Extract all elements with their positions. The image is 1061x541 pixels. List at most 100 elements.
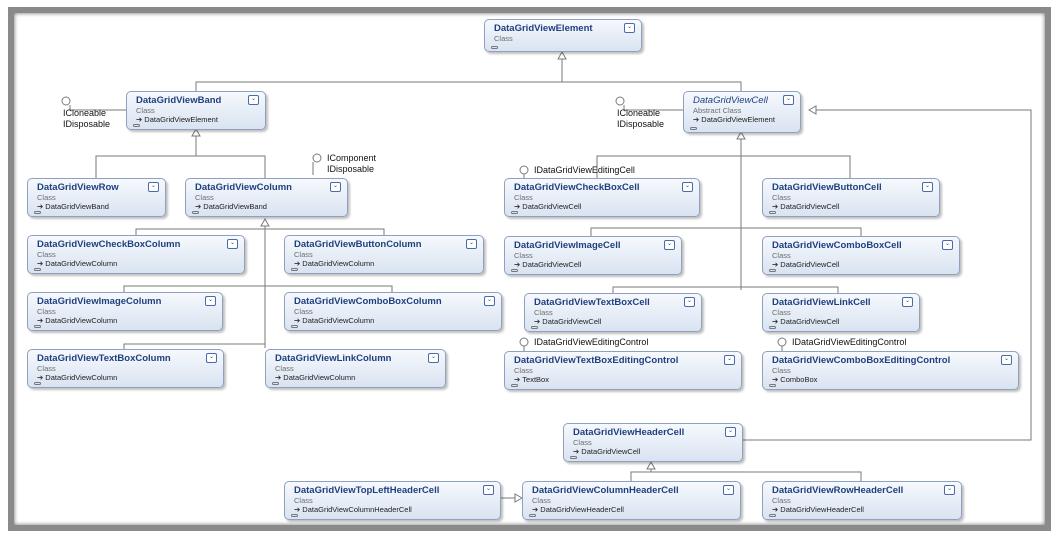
- toggle-icon[interactable]: [291, 268, 298, 271]
- inherit-line-textbox-cell: [612, 286, 839, 293]
- double-chevron-down-icon[interactable]: ⌄: [664, 240, 675, 250]
- double-chevron-down-icon[interactable]: ⌄: [783, 95, 794, 105]
- class-kind: Class: [534, 308, 553, 317]
- toggle-icon[interactable]: [291, 325, 298, 328]
- class-box-datagridviewcolumn[interactable]: DataGridViewColumn Class ➔DataGridViewBa…: [185, 178, 348, 217]
- double-chevron-down-icon[interactable]: ⌄: [682, 182, 693, 192]
- double-chevron-down-icon[interactable]: ⌄: [484, 296, 495, 306]
- arrow-right-icon: ➔: [772, 317, 779, 326]
- class-box-datagridviewcomboboxcell[interactable]: DataGridViewComboBoxCell Class ➔DataGrid…: [762, 236, 960, 275]
- toggle-icon[interactable]: [769, 326, 776, 329]
- double-chevron-down-icon[interactable]: ⌄: [148, 182, 159, 192]
- class-box-datagridviewtextboxcell[interactable]: DataGridViewTextBoxCell Class ➔DataGridV…: [524, 293, 702, 332]
- inherit-line-column: [196, 155, 266, 178]
- toggle-icon[interactable]: [769, 269, 776, 272]
- double-chevron-down-icon[interactable]: ⌄: [724, 355, 735, 365]
- toggle-icon[interactable]: [769, 211, 776, 214]
- class-box-datagridviewbuttoncell[interactable]: DataGridViewButtonCell Class ➔DataGridVi…: [762, 178, 940, 217]
- toggle-icon[interactable]: [34, 268, 41, 271]
- class-box-datagridviewelement[interactable]: DataGridViewElement Class ⌄: [484, 19, 642, 52]
- double-chevron-down-icon[interactable]: ⌄: [248, 95, 259, 105]
- toggle-icon[interactable]: [531, 326, 538, 329]
- class-name: DataGridViewColumn: [195, 182, 292, 193]
- toggle-icon[interactable]: [529, 514, 536, 517]
- class-kind: Class: [573, 438, 592, 447]
- double-chevron-down-icon[interactable]: ⌄: [725, 427, 736, 437]
- class-box-datagridviewcheckboxcolumn[interactable]: DataGridViewCheckBoxColumn Class ➔DataGr…: [27, 235, 245, 274]
- toggle-icon[interactable]: [570, 456, 577, 459]
- toggle-icon[interactable]: [491, 46, 498, 49]
- arrow-right-icon: ➔: [37, 316, 44, 325]
- class-name: DataGridViewColumnHeaderCell: [532, 485, 679, 496]
- double-chevron-down-icon[interactable]: ⌄: [205, 296, 216, 306]
- toggle-icon[interactable]: [133, 124, 140, 127]
- class-box-datagridviewtextboxeditingcontrol[interactable]: DataGridViewTextBoxEditingControl Class …: [504, 351, 742, 390]
- double-chevron-down-icon[interactable]: ⌄: [466, 239, 477, 249]
- inherit-line-header-children: [630, 471, 862, 481]
- double-chevron-down-icon[interactable]: ⌄: [684, 297, 695, 307]
- double-chevron-down-icon[interactable]: ⌄: [330, 182, 341, 192]
- lollipop-icon: [615, 96, 625, 106]
- class-name: DataGridViewLinkColumn: [275, 353, 392, 364]
- class-box-datagridviewcheckboxcell[interactable]: DataGridViewCheckBoxCell Class ➔DataGrid…: [504, 178, 700, 217]
- double-chevron-down-icon[interactable]: ⌄: [428, 353, 439, 363]
- toggle-icon[interactable]: [272, 382, 279, 385]
- arrow-right-icon: ➔: [514, 375, 521, 384]
- double-chevron-down-icon[interactable]: ⌄: [723, 485, 734, 495]
- toggle-icon[interactable]: [291, 514, 298, 517]
- class-box-datagridviewrowheadercell[interactable]: DataGridViewRowHeaderCell Class ➔DataGri…: [762, 481, 962, 520]
- base-class: ➔DataGridViewHeaderCell: [532, 505, 624, 514]
- class-box-datagridviewcolumnheadercell[interactable]: DataGridViewColumnHeaderCell Class ➔Data…: [522, 481, 741, 520]
- interface-label: IDisposable: [617, 119, 665, 129]
- inherit-arrow-band: [191, 127, 201, 137]
- base-class: ➔DataGridViewColumn: [37, 259, 118, 268]
- class-kind: Class: [37, 250, 56, 259]
- arrow-right-icon: ➔: [37, 373, 44, 382]
- class-kind: Class: [514, 193, 533, 202]
- inherit-arrow-column: [260, 217, 270, 227]
- arrow-right-icon: ➔: [37, 202, 44, 211]
- inherit-arrow-header-cell: [646, 460, 656, 470]
- toggle-icon[interactable]: [769, 384, 776, 387]
- class-box-datagridviewtopleftheadercell[interactable]: DataGridViewTopLeftHeaderCell Class ➔Dat…: [284, 481, 501, 520]
- class-box-datagridviewbuttoncolumn[interactable]: DataGridViewButtonColumn Class ➔DataGrid…: [284, 235, 484, 274]
- class-box-datagridviewband[interactable]: DataGridViewBand Class ➔DataGridViewElem…: [126, 91, 266, 130]
- base-class: ➔DataGridViewHeaderCell: [772, 505, 864, 514]
- toggle-icon[interactable]: [769, 514, 776, 517]
- toggle-icon[interactable]: [511, 269, 518, 272]
- class-box-datagridviewlinkcolumn[interactable]: DataGridViewLinkColumn Class ➔DataGridVi…: [265, 349, 446, 388]
- double-chevron-down-icon[interactable]: ⌄: [902, 297, 913, 307]
- double-chevron-down-icon[interactable]: ⌄: [942, 240, 953, 250]
- interface-label: IDataGridViewEditingControl: [534, 337, 649, 347]
- class-box-datagridviewheadercell[interactable]: DataGridViewHeaderCell Class ➔DataGridVi…: [563, 423, 743, 462]
- class-box-datagridviewcomboboxcolumn[interactable]: DataGridViewComboBoxColumn Class ➔DataGr…: [284, 292, 502, 331]
- toggle-icon[interactable]: [192, 211, 199, 214]
- class-box-datagridviewlinkcell[interactable]: DataGridViewLinkCell Class ➔DataGridView…: [762, 293, 920, 332]
- base-class: ➔DataGridViewCell: [514, 202, 582, 211]
- toggle-icon[interactable]: [34, 325, 41, 328]
- class-box-datagridviewrow[interactable]: DataGridViewRow Class ➔DataGridViewBand …: [27, 178, 166, 217]
- double-chevron-down-icon[interactable]: ⌄: [922, 182, 933, 192]
- base-class: ➔DataGridViewCell: [772, 317, 840, 326]
- double-chevron-down-icon[interactable]: ⌄: [483, 485, 494, 495]
- class-box-datagridviewtextboxcolumn[interactable]: DataGridViewTextBoxColumn Class ➔DataGri…: [27, 349, 224, 388]
- double-chevron-down-icon[interactable]: ⌄: [206, 353, 217, 363]
- toggle-icon[interactable]: [34, 211, 41, 214]
- class-box-datagridviewimagecolumn[interactable]: DataGridViewImageColumn Class ➔DataGridV…: [27, 292, 223, 331]
- arrow-right-icon: ➔: [573, 447, 580, 456]
- double-chevron-down-icon[interactable]: ⌄: [227, 239, 238, 249]
- inherit-arrow-cell-right: [807, 105, 817, 115]
- inherit-line-checkbox-cell: [596, 155, 851, 178]
- double-chevron-down-icon[interactable]: ⌄: [944, 485, 955, 495]
- double-chevron-down-icon[interactable]: ⌄: [624, 23, 635, 33]
- toggle-icon[interactable]: [690, 127, 697, 130]
- class-box-datagridviewcomboboxeditingcontrol[interactable]: DataGridViewComboBoxEditingControl Class…: [762, 351, 1019, 390]
- toggle-icon[interactable]: [511, 384, 518, 387]
- toggle-icon[interactable]: [511, 211, 518, 214]
- class-box-datagridviewcell[interactable]: DataGridViewCell Abstract Class ➔DataGri…: [683, 91, 801, 133]
- arrow-right-icon: ➔: [294, 505, 301, 514]
- class-box-datagridviewimagecell[interactable]: DataGridViewImageCell Class ➔DataGridVie…: [504, 236, 682, 275]
- double-chevron-down-icon[interactable]: ⌄: [1001, 355, 1012, 365]
- base-class: ➔DataGridViewCell: [514, 260, 582, 269]
- toggle-icon[interactable]: [34, 382, 41, 385]
